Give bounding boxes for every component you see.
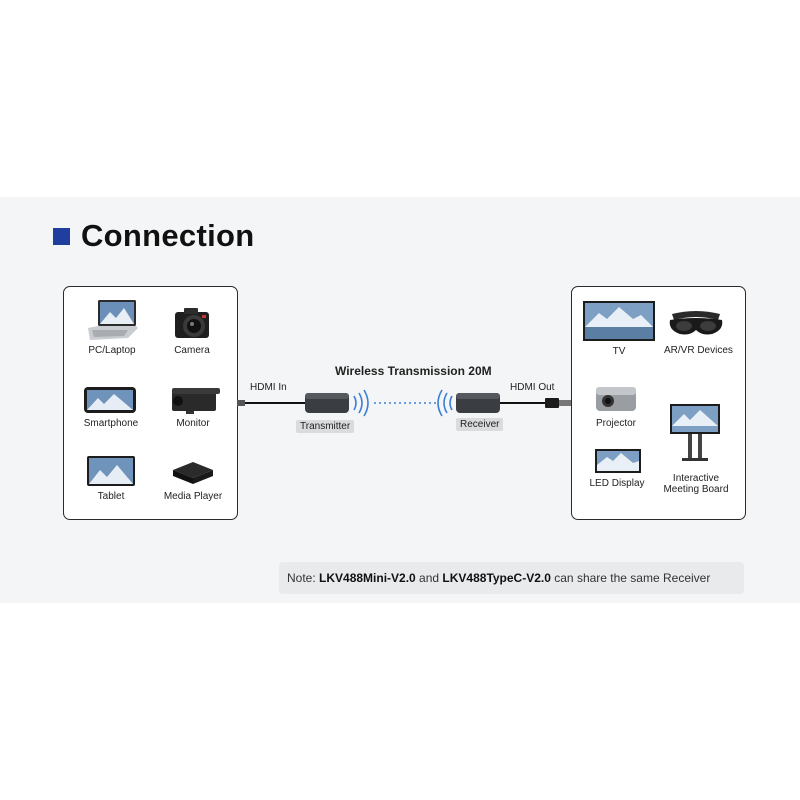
projector-icon xyxy=(596,387,636,411)
source-label: Media Player xyxy=(163,491,223,502)
source-smartphone: Smartphone xyxy=(82,385,140,429)
display-led: LED Display xyxy=(589,447,645,489)
note-model-1: LKV488Mini-V2.0 xyxy=(319,571,416,585)
hdmi-plug-right xyxy=(545,398,559,408)
source-media-player: Media Player xyxy=(163,460,223,502)
note-prefix: Note: xyxy=(287,571,320,585)
laptop-icon xyxy=(88,300,138,340)
receiver-tag: Receiver xyxy=(456,418,504,431)
camera-icon xyxy=(175,308,209,338)
hdmi-out-label: HDMI Out xyxy=(510,382,555,393)
source-tablet: Tablet xyxy=(83,454,139,502)
media-player-icon xyxy=(173,462,213,484)
tablet-icon xyxy=(87,456,135,486)
signal-waves-tx-icon xyxy=(353,389,369,417)
source-label: Smartphone xyxy=(83,418,139,429)
page-title: Connection xyxy=(81,218,255,253)
vr-headset-icon xyxy=(669,311,723,335)
display-ar-vr: AR/VR Devices xyxy=(664,306,733,356)
meeting-board-icon xyxy=(670,404,720,461)
display-label: AR/VR Devices xyxy=(664,345,733,356)
display-tv: TV xyxy=(581,299,657,357)
source-label: Camera xyxy=(174,345,210,356)
compatibility-note: Note: LKV488Mini-V2.0 and LKV488TypeC-V2… xyxy=(279,562,744,594)
display-projector: Projector xyxy=(588,383,644,429)
hdmi-in-label: HDMI In xyxy=(250,382,287,393)
source-pc-laptop: PC/Laptop xyxy=(84,298,140,356)
monitor-camera-icon xyxy=(172,388,220,414)
display-label: Projector xyxy=(595,418,636,429)
note-suffix: can share the same Receiver xyxy=(550,571,711,585)
display-label-line2: Meeting Board xyxy=(663,484,729,495)
source-monitor: Monitor xyxy=(164,385,222,429)
smartphone-icon xyxy=(84,387,136,413)
wireless-title: Wireless Transmission 20M xyxy=(335,364,492,378)
source-label: Tablet xyxy=(97,491,125,502)
tv-icon xyxy=(583,301,655,341)
display-label: TV xyxy=(612,346,626,357)
heading-marker xyxy=(53,228,70,245)
source-camera: Camera xyxy=(164,306,220,356)
source-label: Monitor xyxy=(176,418,210,429)
display-meeting-board: Interactive Meeting Board xyxy=(658,402,734,495)
transmitter-tag: Transmitter xyxy=(296,420,355,433)
note-model-2: LKV488TypeC-V2.0 xyxy=(442,571,551,585)
display-label: LED Display xyxy=(589,478,645,489)
led-display-icon xyxy=(595,449,641,473)
hdmi-plug-left xyxy=(237,400,245,406)
note-middle: and xyxy=(415,571,443,585)
signal-waves-rx-icon xyxy=(437,389,453,417)
source-label: PC/Laptop xyxy=(88,345,136,356)
display-label-line1: Interactive xyxy=(672,473,720,484)
